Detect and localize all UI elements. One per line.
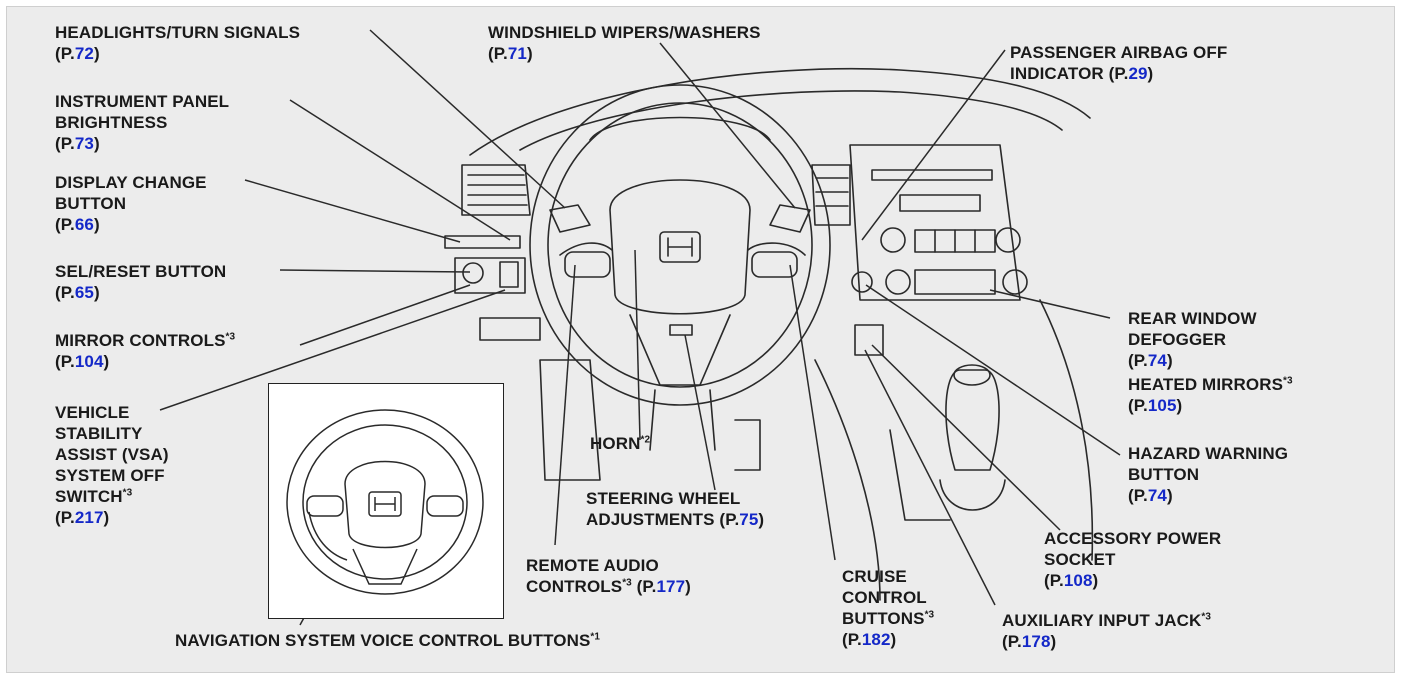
leader-vsa <box>159 289 506 411</box>
label-defogger: REAR WINDOW DEFOGGER (P.74) <box>1128 309 1257 370</box>
instrument-cluster <box>589 116 771 141</box>
label-wipers: WINDSHIELD WIPERS/WASHERS (P.71) <box>488 23 761 63</box>
label-hazard: HAZARD WARNING BUTTON (P.74) <box>1128 444 1289 505</box>
radio-slot <box>871 169 993 181</box>
label-airbag: PASSENGER AIRBAG OFF INDICATOR (P.29) <box>1010 43 1228 83</box>
lower-left-slot <box>479 317 541 341</box>
radio-display <box>899 194 981 212</box>
leader-auxiliary <box>864 349 996 606</box>
leader-hazard <box>865 284 1121 456</box>
label-accessory: ACCESSORY POWER SOCKET (P.108) <box>1044 529 1222 590</box>
label-auxiliary: AUXILIARY INPUT JACK*3 (P.178) <box>1002 611 1212 651</box>
label-brightness: INSTRUMENT PANEL BRIGHTNESS (P.73) <box>55 92 230 153</box>
inset-steering-wheel <box>286 409 484 595</box>
hazard-knob <box>851 271 873 293</box>
dash-top-inner <box>519 90 1063 151</box>
gear-shifter <box>945 369 1000 471</box>
pedal-area <box>539 359 601 481</box>
label-cruise: CRUISE CONTROL BUTTONS*3 (P.182) <box>842 567 935 649</box>
leader-wipers <box>659 42 796 209</box>
steering-column <box>649 389 716 451</box>
defogger-row <box>914 269 996 295</box>
leader-audio-right <box>789 264 836 561</box>
navigation-inset <box>268 383 504 619</box>
inset-honda-logo-icon <box>368 491 402 517</box>
label-navigation: NAVIGATION SYSTEM VOICE CONTROL BUTTONS*… <box>175 631 601 650</box>
label-horn: HORN*2 <box>590 434 651 453</box>
knob-right <box>995 227 1021 253</box>
lower-button <box>669 324 693 336</box>
spoke-lower <box>629 314 731 386</box>
spoke-right <box>747 242 806 256</box>
audio-controls-right <box>751 251 798 278</box>
center-console <box>814 359 881 601</box>
leader-brightness <box>289 99 511 241</box>
audio-controls-left <box>564 251 611 278</box>
leader-audio <box>554 264 576 546</box>
leader-defogger <box>989 289 1111 319</box>
dash-top-contour <box>469 67 1091 156</box>
label-vsa: VEHICLE STABILITY ASSIST (VSA) SYSTEM OF… <box>55 403 169 527</box>
leader-selreset <box>279 269 471 273</box>
leader-headlights <box>369 29 566 209</box>
display-buttons <box>444 235 521 249</box>
right-stalk <box>769 204 811 233</box>
left-vent <box>461 164 531 216</box>
knob-right-2 <box>1002 269 1028 295</box>
label-steering: STEERING WHEEL ADJUSTMENTS (P.75) <box>586 489 765 529</box>
label-headlights: HEADLIGHTS/TURN SIGNALS (P.72) <box>55 23 301 63</box>
center-vent <box>811 164 851 226</box>
shifter-boot <box>939 479 1006 511</box>
diagram-panel <box>6 6 1395 673</box>
leader-mirror <box>299 284 471 346</box>
steering-wheel-inner <box>547 102 813 388</box>
label-display: DISPLAY CHANGE BUTTON (P.66) <box>55 173 207 234</box>
spoke-left <box>559 242 613 256</box>
dash-right-panel <box>849 144 1021 301</box>
sel-reset-panel <box>454 257 526 294</box>
console-switches <box>854 324 884 356</box>
label-heated: HEATED MIRRORS*3 (P.105) <box>1128 375 1293 415</box>
leader-horn <box>634 249 641 441</box>
leader-airbag <box>861 49 1006 241</box>
honda-logo-icon <box>659 231 701 263</box>
knob-left <box>880 227 906 253</box>
label-audio: REMOTE AUDIO CONTROLS*3 (P.177) <box>526 556 691 596</box>
steering-wheel-outer <box>529 84 831 406</box>
left-stalk <box>549 204 591 233</box>
leader-display <box>244 179 461 243</box>
sel-reset-knob <box>462 262 484 284</box>
airbag-hub <box>609 179 751 315</box>
label-selreset: SEL/RESET BUTTON (P.65) <box>55 262 227 302</box>
label-mirror: MIRROR CONTROLS*3 (P.104) <box>55 331 236 371</box>
leader-steering <box>684 334 716 491</box>
vsa-switch-area <box>499 261 519 288</box>
knob-left-2 <box>885 269 911 295</box>
leader-accessory <box>871 344 1061 531</box>
